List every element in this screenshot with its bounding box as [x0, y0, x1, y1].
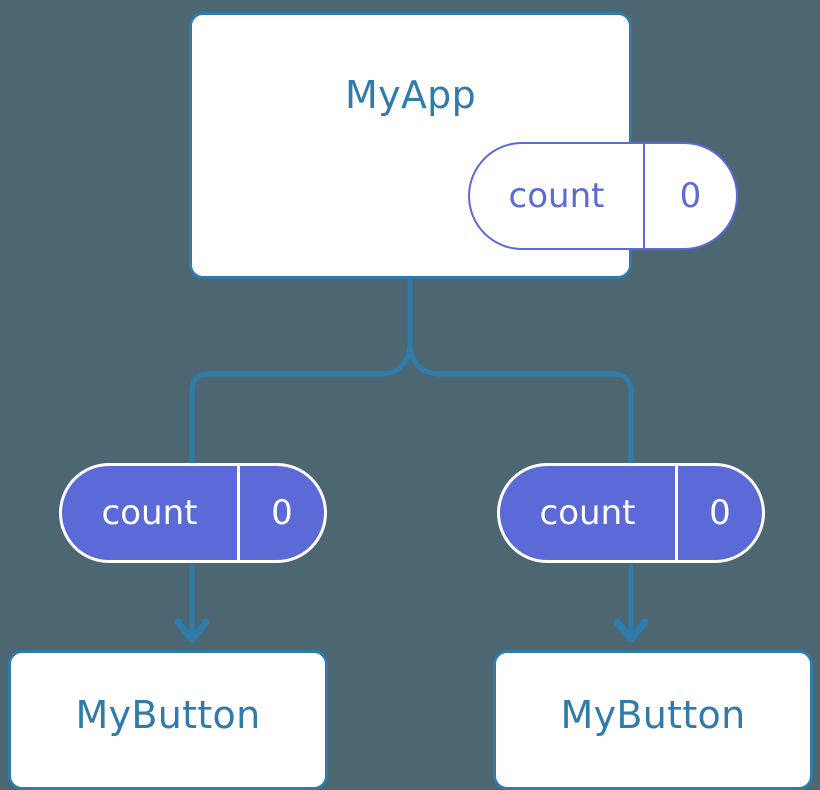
component-card-mybutton-left[interactable]: MyButton [8, 650, 328, 790]
branch-connector-right [407, 342, 634, 469]
arrowhead-left [174, 618, 210, 643]
state-pill-left[interactable]: count 0 [59, 463, 327, 563]
state-pill-myapp[interactable]: count 0 [468, 142, 738, 250]
state-key-label: count [101, 493, 198, 533]
component-title-myapp: MyApp [344, 73, 476, 117]
component-title-mybutton: MyButton [75, 693, 261, 737]
state-key-label: count [508, 176, 605, 216]
state-value-label: 0 [237, 466, 324, 560]
arrowhead-right [613, 618, 649, 643]
state-value-label: 0 [643, 144, 736, 248]
diagram-canvas: MyApp count 0 count 0 count 0 MyButton M… [8, 12, 813, 790]
state-value-label: 0 [675, 466, 762, 560]
component-card-myapp[interactable]: MyApp count 0 [189, 12, 738, 279]
component-title-mybutton: MyButton [560, 693, 746, 737]
state-key-label: count [539, 493, 636, 533]
branch-connector-left [189, 342, 413, 469]
state-pill-right[interactable]: count 0 [497, 463, 765, 563]
component-card-mybutton-right[interactable]: MyButton [493, 650, 813, 790]
